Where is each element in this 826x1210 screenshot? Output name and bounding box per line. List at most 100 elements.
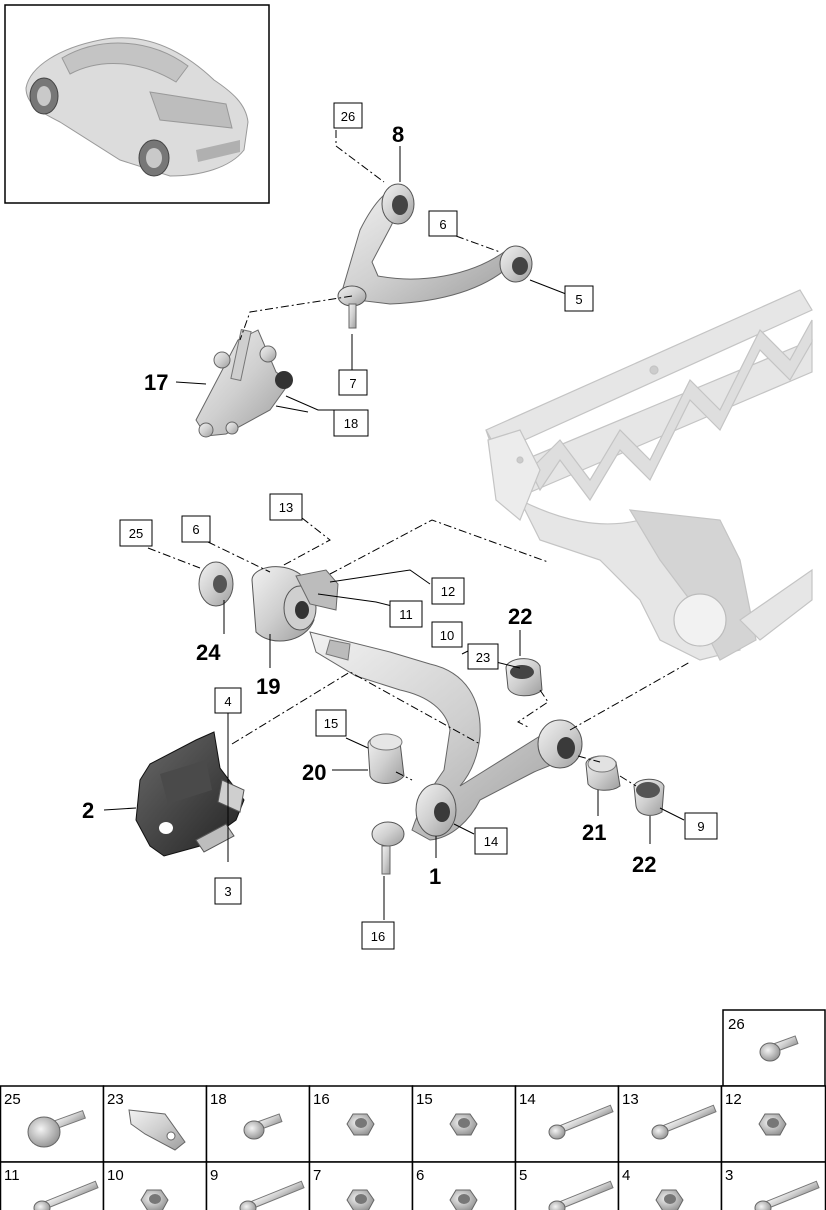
legend-cell: 15: [411, 1085, 517, 1163]
eccentric-washer: [198, 561, 234, 607]
bold-part-labels: 8 17 22 24 19 2 20 21 22 1: [82, 122, 656, 889]
nut-icon: [449, 1113, 478, 1136]
callout-6-upper[interactable]: 6: [428, 210, 458, 237]
bolt-icon: [243, 1113, 283, 1140]
legend-cell: 11: [0, 1161, 105, 1210]
label-20: 20: [302, 760, 326, 785]
bushing-22-lower: [633, 778, 665, 816]
label-22-lower: 22: [632, 852, 656, 877]
callout-18[interactable]: 18: [333, 409, 369, 437]
lower-control-arm: [309, 631, 583, 875]
callout-15[interactable]: 15: [315, 709, 347, 737]
svg-text:15: 15: [324, 716, 338, 731]
label-8: 8: [392, 122, 404, 147]
callout-12[interactable]: 12: [431, 577, 465, 605]
legend-cell: 13: [617, 1085, 723, 1163]
upper-control-arm: [337, 183, 533, 329]
legend-cell: 23: [102, 1085, 208, 1163]
svg-text:5: 5: [575, 292, 582, 307]
legend-cell-label: 6: [416, 1167, 424, 1184]
svg-text:6: 6: [439, 217, 446, 232]
svg-text:25: 25: [129, 526, 143, 541]
svg-text:12: 12: [441, 584, 455, 599]
legend-cell: 3: [720, 1161, 826, 1210]
callout-25[interactable]: 25: [119, 519, 153, 547]
legend-cell-label: 16: [313, 1091, 330, 1108]
heat-shield: [135, 731, 245, 857]
long-bolt-icon: [239, 1180, 305, 1210]
legend-cell: 6: [411, 1161, 517, 1210]
nut-icon: [346, 1189, 375, 1210]
bushing-19: [251, 566, 339, 642]
svg-text:6: 6: [192, 522, 199, 537]
svg-text:3: 3: [224, 884, 231, 899]
legend-cell-label: 11: [4, 1167, 20, 1184]
bushing-22-upper: [505, 658, 543, 697]
nut-icon: [758, 1113, 787, 1136]
nut-icon: [346, 1113, 375, 1136]
legend-cell-label: 18: [210, 1091, 227, 1108]
svg-text:7: 7: [349, 376, 356, 391]
leader-lines: [103, 130, 691, 920]
label-21: 21: [582, 820, 606, 845]
coupling-link: [195, 328, 293, 438]
svg-text:10: 10: [440, 628, 454, 643]
svg-text:14: 14: [484, 834, 498, 849]
car-thumbnail: [4, 4, 270, 204]
label-2: 2: [82, 798, 94, 823]
bolt-icon: [759, 1035, 799, 1062]
legend-cell-label: 3: [725, 1167, 733, 1184]
legend-cell-label: 25: [4, 1091, 21, 1108]
long-bolt-icon: [33, 1180, 99, 1210]
legend-cell: 9: [205, 1161, 311, 1210]
callout-23[interactable]: 23: [467, 643, 499, 670]
callout-10[interactable]: 10: [431, 621, 463, 648]
svg-text:26: 26: [341, 109, 355, 124]
bushing-21: [585, 755, 621, 791]
legend-cell-label: 5: [519, 1167, 527, 1184]
callout-16[interactable]: 16: [361, 921, 395, 950]
label-17: 17: [144, 370, 168, 395]
svg-text:18: 18: [344, 416, 358, 431]
label-1: 1: [429, 864, 441, 889]
callout-7[interactable]: 7: [338, 369, 368, 396]
nut-icon: [655, 1189, 684, 1210]
svg-text:4: 4: [224, 694, 231, 709]
legend-cell: 7: [308, 1161, 414, 1210]
bushing-20: [367, 733, 405, 784]
callout-13[interactable]: 13: [269, 493, 303, 521]
legend-cell-label: 14: [519, 1091, 536, 1108]
legend-cell: 4: [617, 1161, 723, 1210]
front-axle-subframe: [485, 289, 813, 661]
callout-5[interactable]: 5: [564, 285, 594, 312]
callout-6-lower[interactable]: 6: [181, 515, 211, 543]
long-bolt-icon: [548, 1180, 614, 1210]
svg-text:13: 13: [279, 500, 293, 515]
svg-text:23: 23: [476, 650, 490, 665]
callouts: 26 6 5 7 18 13 25 6 12 11 10 23 4 15 14 …: [119, 102, 718, 950]
long-bolt-icon: [548, 1104, 614, 1140]
svg-text:26: 26: [728, 1016, 745, 1033]
legend-cell-label: 9: [210, 1167, 218, 1184]
bracket-plate-icon: [128, 1109, 186, 1151]
callout-14[interactable]: 14: [474, 827, 508, 855]
legend-cell-label: 7: [313, 1167, 321, 1184]
legend-cell-label: 12: [725, 1091, 742, 1108]
legend-cell: 12: [720, 1085, 826, 1163]
legend-cell: 25: [0, 1085, 105, 1163]
legend-cell: 5: [514, 1161, 620, 1210]
legend-cell-label: 10: [107, 1167, 124, 1184]
svg-text:11: 11: [399, 607, 413, 622]
callout-9[interactable]: 9: [684, 812, 718, 840]
callout-3[interactable]: 3: [214, 877, 242, 905]
callout-26[interactable]: 26: [333, 102, 363, 129]
label-19: 19: [256, 674, 280, 699]
svg-text:9: 9: [697, 819, 704, 834]
legend-cell-label: 23: [107, 1091, 124, 1108]
nut-icon: [449, 1189, 478, 1210]
legend-cell: 10: [102, 1161, 208, 1210]
callout-11[interactable]: 11: [389, 600, 423, 628]
callout-4[interactable]: 4: [214, 687, 242, 714]
legend-cell-label: 15: [416, 1091, 433, 1108]
